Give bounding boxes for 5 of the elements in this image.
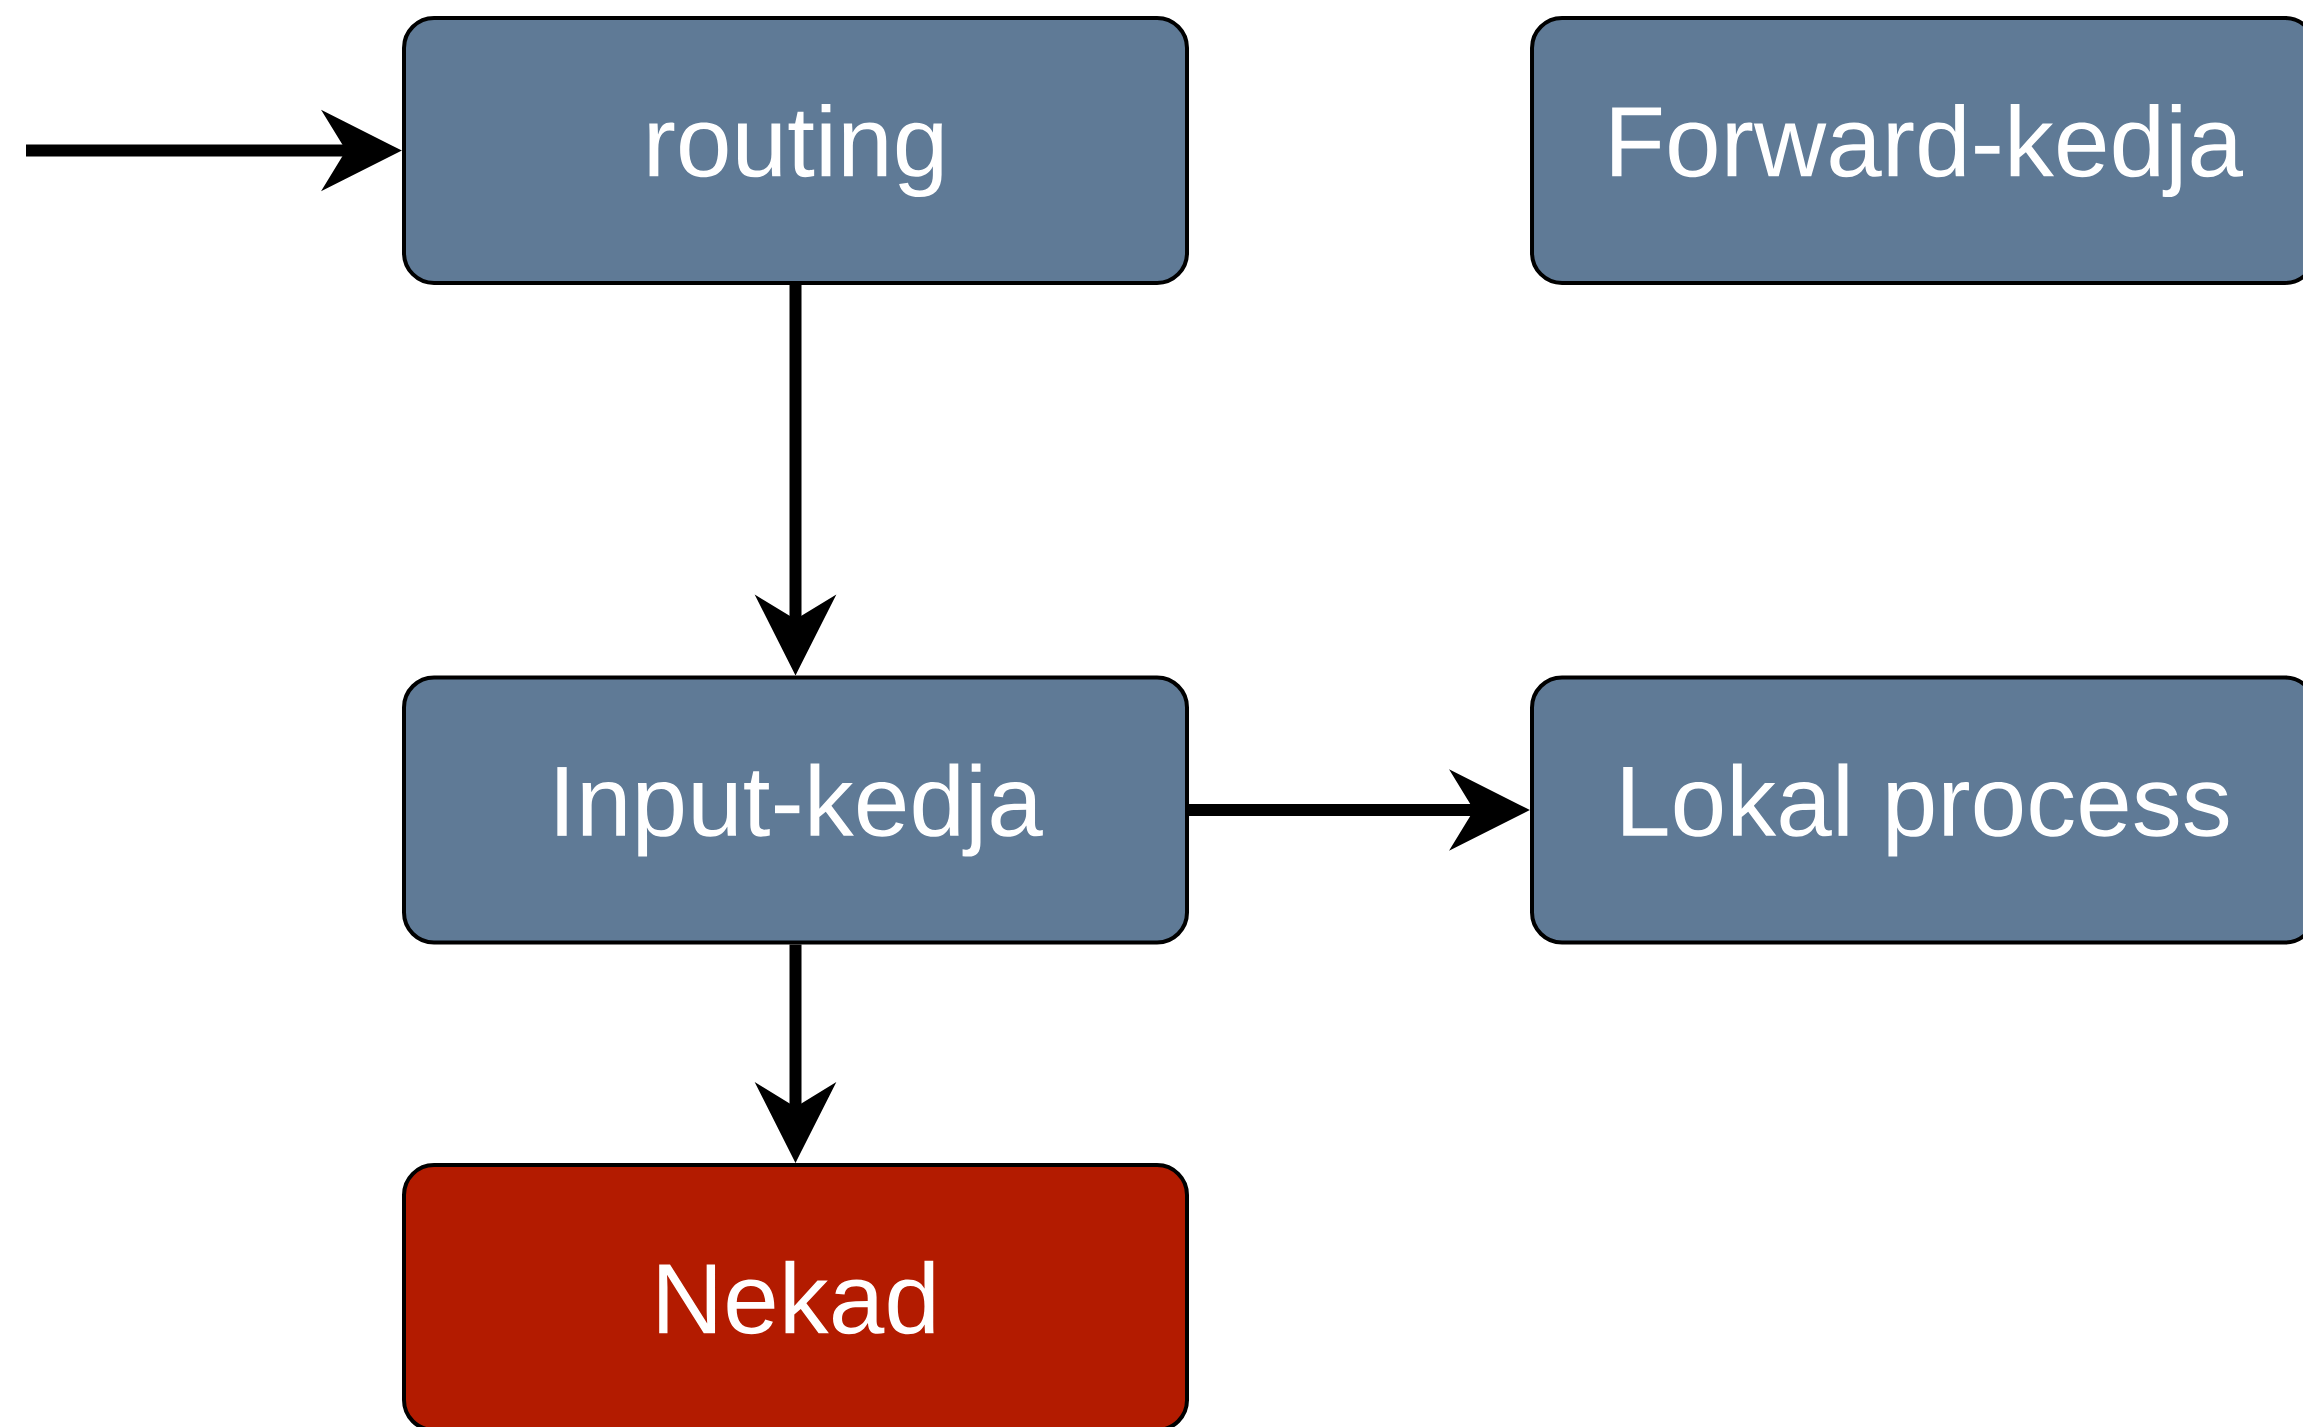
process-box: routing [402,16,1189,285]
process-box: Lokal process [1530,675,2303,945]
process-box: Forward-kedja [1530,16,2303,285]
process-box: Input-kedja [402,675,1189,945]
process-box: Nekad [402,1163,1189,1427]
